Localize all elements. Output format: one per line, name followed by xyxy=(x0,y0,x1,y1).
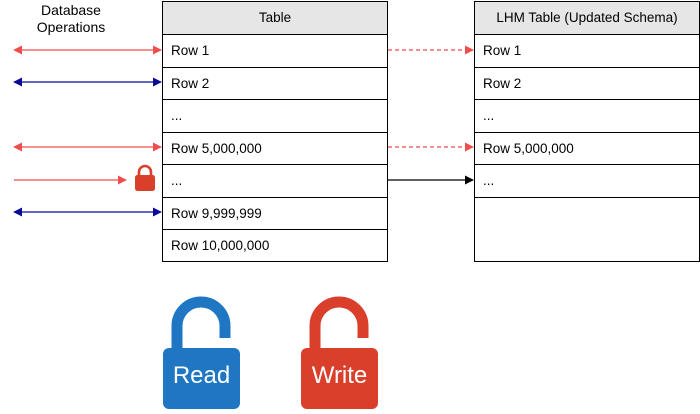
lhm-row-1: Row 1 xyxy=(475,35,699,68)
write-lock: Write xyxy=(301,296,378,409)
source-table-body: Row 1 Row 2 ... Row 5,000,000 ... Row 9,… xyxy=(163,35,387,263)
write-lock-label: Write xyxy=(311,362,368,389)
lhm-row-4: Row 5,000,000 xyxy=(475,133,699,165)
read-lock-label: Read xyxy=(172,362,231,389)
source-table: Table Row 1 Row 2 ... Row 5,000,000 ... … xyxy=(162,1,388,262)
source-row-1: Row 1 xyxy=(163,35,387,68)
lhm-table-body: Row 1 Row 2 ... Row 5,000,000 ... xyxy=(475,35,699,261)
unlocked-padlock-icon xyxy=(163,296,240,409)
source-row-6: Row 9,999,999 xyxy=(163,198,387,230)
read-lock: Read xyxy=(163,296,240,409)
lhm-table-header: LHM Table (Updated Schema) xyxy=(475,2,699,35)
source-row-7: Row 10,000,000 xyxy=(171,238,270,253)
source-row-2: Row 2 xyxy=(163,68,387,100)
lhm-table: LHM Table (Updated Schema) Row 1 Row 2 .… xyxy=(474,1,700,262)
source-row-3: ... xyxy=(163,100,387,133)
lhm-row-3: ... xyxy=(475,100,699,133)
source-row-4: Row 5,000,000 xyxy=(163,133,387,165)
lhm-row-5: ... xyxy=(475,165,699,198)
lhm-row-2: Row 2 xyxy=(475,68,699,100)
source-row-5: ... xyxy=(163,165,387,198)
unlocked-padlock-icon xyxy=(301,296,378,409)
source-table-header: Table xyxy=(163,2,387,35)
locked-padlock-icon xyxy=(135,164,155,191)
database-operations-label: Database Operations xyxy=(36,2,106,35)
